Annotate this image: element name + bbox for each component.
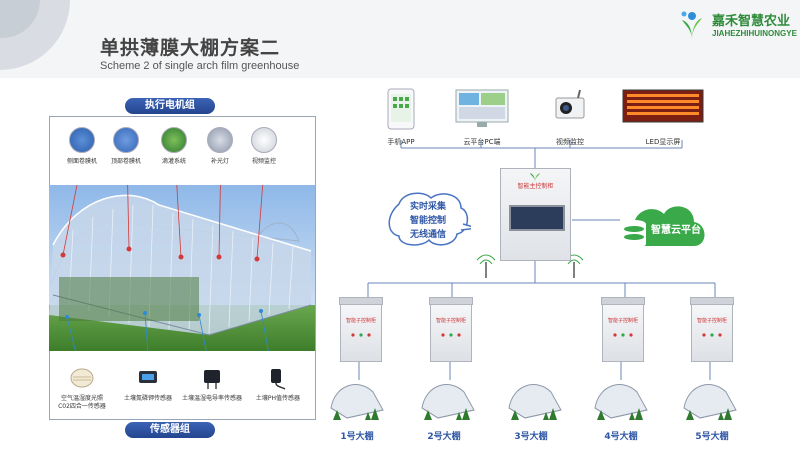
actuator-top-roller: 顶部卷膜机 bbox=[104, 127, 148, 165]
page-subtitle: Scheme 2 of single arch film greenhouse bbox=[100, 60, 300, 72]
camera-icon bbox=[555, 89, 585, 119]
sensor-npk: 土壤氮磷钾传感器 bbox=[116, 365, 180, 403]
sensor-air: 空气温湿度光照 C02四合一传感器 bbox=[50, 365, 114, 411]
brand-logo-icon bbox=[681, 11, 702, 40]
greenhouse-label-3: 3号大棚 bbox=[514, 432, 548, 442]
sub-cabinet-4: 智能子控制柜 bbox=[690, 297, 734, 362]
greenhouse-icon bbox=[594, 384, 648, 420]
npk-sensor-icon bbox=[139, 371, 157, 383]
indicator-lights-icon bbox=[351, 333, 371, 337]
sub-cabinet-3: 智能子控制柜 bbox=[601, 297, 645, 362]
greenhouse-icon bbox=[508, 384, 562, 420]
greenhouse-icon bbox=[683, 384, 737, 420]
cloud-platform-label: 智慧云平台 bbox=[651, 225, 701, 236]
top-item-led: LED显示屏 bbox=[618, 88, 708, 147]
sub-cabinet-title: 智能子控制柜 bbox=[435, 318, 466, 324]
cloud-platform-icon bbox=[622, 206, 705, 248]
sensor-soil-ec: 土壤温湿电导率传感器 bbox=[180, 365, 244, 403]
indicator-lights-icon bbox=[613, 333, 633, 337]
cabinet-title: 智能主控制柜 bbox=[517, 183, 554, 190]
greenhouse-label-1: 1号大棚 bbox=[340, 432, 374, 442]
camera-icon bbox=[251, 127, 277, 153]
speech-cloud-icon bbox=[388, 192, 471, 246]
actuator-side-roller: 侧面卷膜机 bbox=[60, 127, 104, 165]
bubble-line-3: 无线通信 bbox=[409, 230, 446, 240]
sub-cabinet-roof bbox=[690, 297, 734, 305]
grow-light-icon bbox=[207, 127, 233, 153]
actuator-grow-light: 补光灯 bbox=[198, 127, 242, 165]
greenhouse-label-4: 4号大棚 bbox=[604, 432, 638, 442]
actuator-group-label: 执行电机组 bbox=[125, 98, 215, 114]
pc-platform-icon bbox=[455, 89, 509, 127]
greenhouse-illustration bbox=[49, 185, 315, 351]
greenhouse-label-2: 2号大棚 bbox=[427, 432, 461, 442]
header-bar bbox=[0, 0, 800, 78]
cabinet-logo-icon bbox=[530, 173, 540, 182]
bubble-line-1: 实时采集 bbox=[409, 202, 446, 212]
sub-cabinet-2: 智能子控制柜 bbox=[429, 297, 473, 362]
brand-name-en: JIAHEZHIHUINONGYE bbox=[712, 29, 797, 38]
antenna-left-icon bbox=[476, 254, 496, 278]
side-roller-icon bbox=[69, 127, 95, 153]
top-item-pc: 云平台PC端 bbox=[452, 88, 512, 147]
sub-cabinet-title: 智能子控制柜 bbox=[345, 318, 376, 324]
soil-ec-sensor-icon bbox=[204, 370, 220, 389]
drip-irrigation-icon bbox=[161, 127, 187, 153]
greenhouse-icon bbox=[330, 384, 384, 420]
sub-cabinet-roof bbox=[601, 297, 645, 305]
sensor-ph: 土壤PH值传感器 bbox=[246, 365, 310, 403]
sub-cabinet-title: 智能子控制柜 bbox=[607, 318, 638, 324]
led-screen-icon bbox=[622, 89, 704, 123]
greenhouse-icon bbox=[421, 384, 475, 420]
phone-app-icon bbox=[387, 88, 415, 130]
air-sensor-icon bbox=[70, 368, 94, 388]
main-control-cabinet: 智能主控制柜 bbox=[500, 168, 571, 261]
cabinet-screen bbox=[509, 205, 565, 231]
top-roller-icon bbox=[113, 127, 139, 153]
actuator-drip: 滴灌系统 bbox=[152, 127, 196, 165]
bubble-line-2: 智能控制 bbox=[409, 216, 446, 226]
sub-cabinet-roof bbox=[429, 297, 473, 305]
sub-cabinet-1: 智能子控制柜 bbox=[339, 297, 383, 362]
indicator-lights-icon bbox=[441, 333, 461, 337]
actuator-camera: 视频监控 bbox=[242, 127, 286, 165]
brand-name: 嘉禾智慧农业 bbox=[712, 14, 791, 29]
page-title: 单拱薄膜大棚方案二 bbox=[100, 37, 281, 59]
sensor-group-label: 传感器组 bbox=[125, 422, 215, 438]
indicator-lights-icon bbox=[702, 333, 722, 337]
sub-cabinet-roof bbox=[339, 297, 383, 305]
greenhouse-label-5: 5号大棚 bbox=[695, 432, 729, 442]
ph-sensor-icon bbox=[271, 369, 286, 390]
sub-cabinet-title: 智能子控制柜 bbox=[696, 318, 727, 324]
